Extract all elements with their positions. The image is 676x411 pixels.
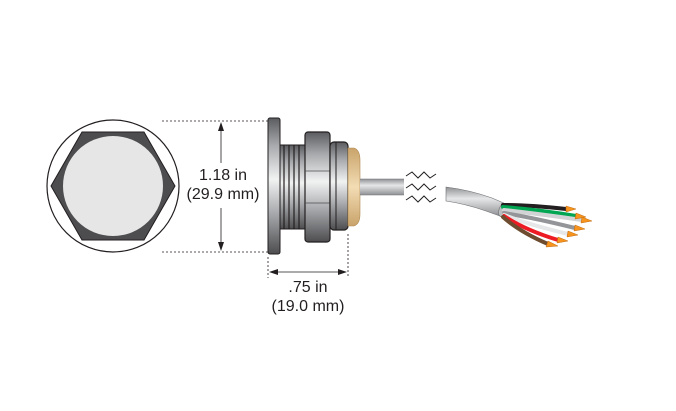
wire-tips	[545, 205, 593, 248]
cable-segment-near	[360, 179, 404, 195]
rear-housing	[329, 141, 349, 231]
wire-brown	[501, 215, 550, 246]
width-in-text: .75 in	[288, 279, 328, 296]
width-arrowhead-left	[269, 269, 278, 275]
wire-leads	[501, 203, 584, 246]
height-arrowhead-bottom	[218, 242, 224, 251]
width-arrowhead-right	[338, 269, 347, 275]
height-dimension-label: 1.18 in (29.9 mm)	[178, 166, 268, 204]
width-mm-text: (19.0 mm)	[271, 298, 345, 315]
width-dimension-label: .75 in (19.0 mm)	[258, 278, 358, 316]
wire-gray	[502, 211, 577, 230]
threads	[283, 145, 300, 229]
cable-break-symbol	[405, 171, 437, 203]
hex-nut-side	[304, 131, 331, 243]
wire-black	[501, 203, 568, 211]
potting-compound	[347, 147, 361, 227]
wire-green	[501, 205, 578, 218]
height-mm-text: (29.9 mm)	[186, 186, 260, 203]
cable-segment-far	[445, 186, 507, 217]
side-view	[267, 117, 361, 255]
height-arrowhead-top	[218, 122, 224, 131]
height-in-text: 1.18 in	[198, 167, 248, 184]
width-dimension	[267, 234, 349, 278]
wire-white	[502, 208, 584, 222]
sensor-face	[63, 136, 163, 236]
height-dimension	[162, 120, 268, 253]
end-view	[46, 119, 180, 253]
wire-red	[502, 214, 560, 242]
flange	[267, 117, 281, 255]
